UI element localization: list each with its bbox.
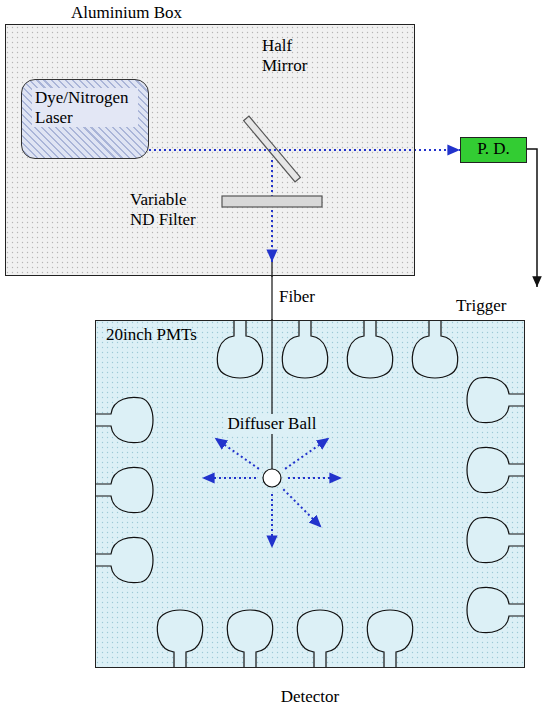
light-ray <box>283 489 321 527</box>
box-heading: Aluminium Box <box>71 3 414 23</box>
photodiode-box: P. D. <box>460 137 527 163</box>
fiber-link <box>271 276 272 320</box>
part-label: Half Mirror <box>262 36 324 75</box>
pmt-bulb <box>347 320 392 378</box>
pmt-bulb <box>467 587 525 632</box>
pmt-bulb <box>95 397 153 442</box>
trigger-wire <box>516 149 537 287</box>
label-wrap: Variable ND Filter <box>130 190 206 229</box>
nd-filter <box>222 196 322 207</box>
laser-box: Dye/Nitrogen Laser <box>21 79 149 159</box>
pmt-bulb <box>412 320 457 378</box>
pmt-bulb <box>467 517 525 562</box>
aluminium-box: Dye/Nitrogen LaserAluminium Box <box>5 24 415 276</box>
pmt-bulb <box>95 537 153 582</box>
box-grounds <box>5 24 525 668</box>
box-label: Dye/Nitrogen Laser <box>32 88 138 127</box>
laser-beam <box>149 149 460 151</box>
pmt-bulb <box>467 447 525 492</box>
part-label: Variable ND Filter <box>130 190 206 229</box>
light-ray <box>271 494 273 548</box>
pmt-bulb <box>282 320 327 378</box>
fiber-line <box>271 262 272 277</box>
pmt-bulb <box>227 610 272 668</box>
light-ray <box>288 477 342 479</box>
half-mirror <box>244 116 301 182</box>
label-wrap: Diffuser Ball <box>225 414 320 434</box>
pmt-bulb <box>367 610 412 668</box>
beam-down <box>271 160 273 262</box>
part-label: 20inch PMTs <box>106 325 197 345</box>
light-ray <box>215 438 259 469</box>
box-label: P. D. <box>461 139 526 159</box>
diffuse-rays <box>202 438 342 548</box>
pmt-bulb <box>217 320 262 378</box>
pmt-bulb <box>467 377 525 422</box>
part-label: Diffuser Ball <box>225 414 320 434</box>
light-ray <box>202 477 256 479</box>
box-heading: Detector <box>96 687 524 707</box>
pmt-bulb <box>157 610 202 668</box>
label-wrap: Trigger <box>456 296 506 316</box>
edge-label-wrap: Fiber <box>279 287 315 307</box>
diffuser-ball <box>263 469 281 487</box>
apparatus <box>95 116 537 668</box>
signal-label: Trigger <box>456 296 506 316</box>
label-wrap: 20inch PMTs <box>106 325 197 345</box>
pmt-array <box>95 320 525 668</box>
pmt-bulb <box>95 467 153 512</box>
detector-tank: Detector <box>95 320 525 668</box>
label-wrap: Half Mirror <box>262 36 324 75</box>
pmt-bulb <box>297 610 342 668</box>
edge-label: Fiber <box>279 287 315 307</box>
light-ray <box>285 438 329 469</box>
box-ground <box>95 320 525 668</box>
fiber-line <box>271 319 272 469</box>
